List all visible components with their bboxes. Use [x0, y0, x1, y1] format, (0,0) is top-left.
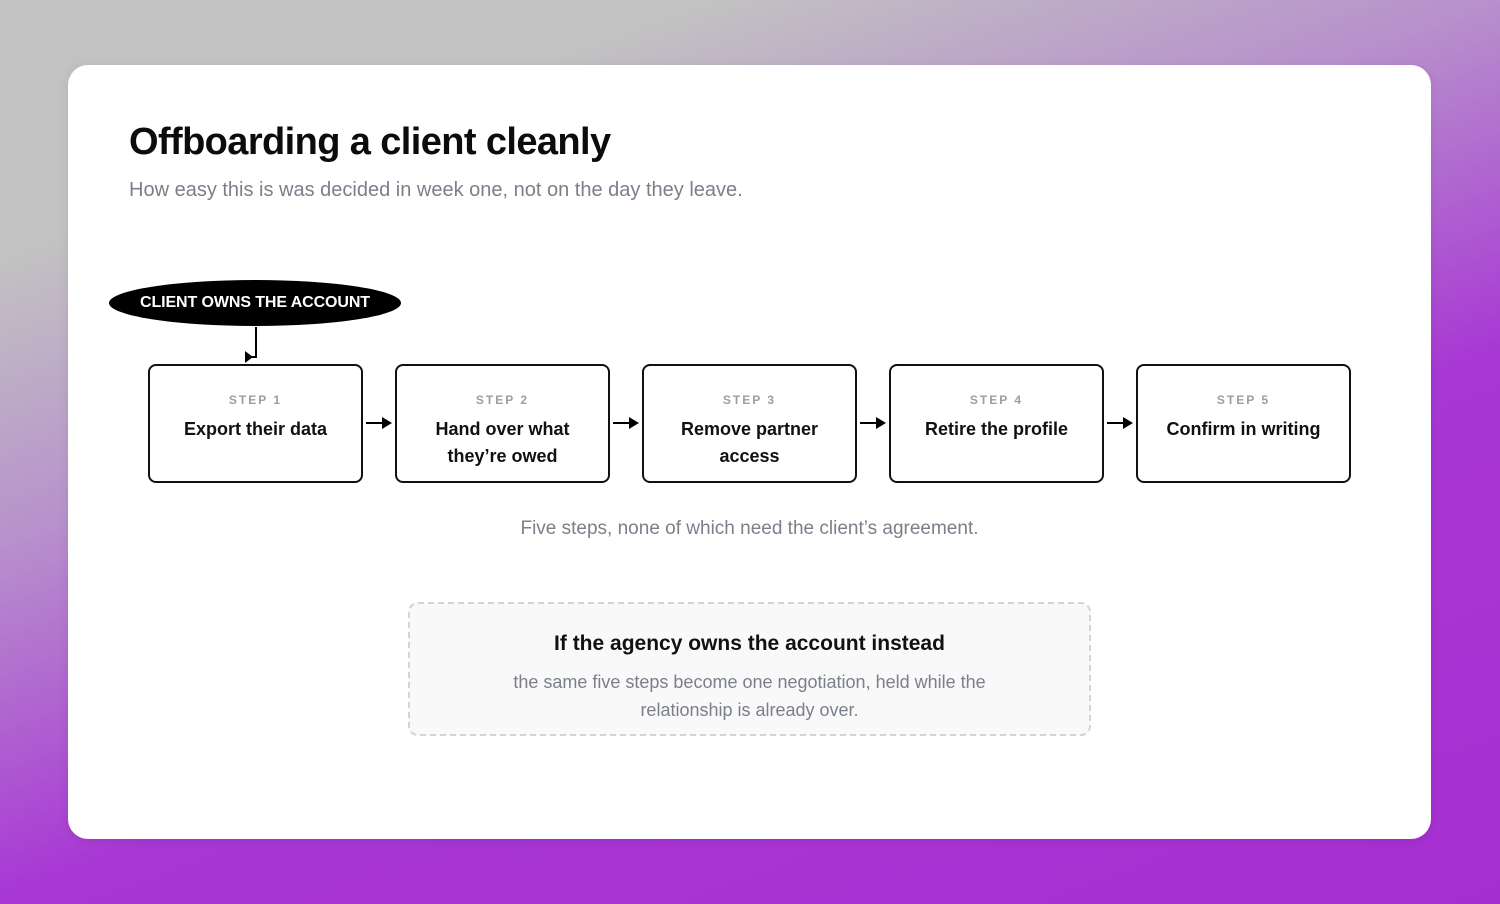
- arrow-right-icon: [860, 417, 886, 429]
- step-1-number: STEP 1: [228, 393, 283, 407]
- arrow-right-icon: [613, 417, 639, 429]
- diagram-card: Offboarding a client cleanly How easy th…: [68, 65, 1431, 839]
- step-3-number: STEP 3: [722, 393, 777, 407]
- callout-text: the same five steps become one negotiati…: [513, 672, 986, 720]
- step-1-label: Export their data: [183, 419, 328, 439]
- step-5-number: STEP 5: [1216, 393, 1271, 407]
- steps-caption: Five steps, none of which need the clien…: [520, 518, 979, 539]
- arrow-right-icon: [1107, 417, 1133, 429]
- page-subtitle: How easy this is was decided in week one…: [129, 179, 743, 201]
- client-owns-account-badge: CLIENT OWNS THE ACCOUNT: [109, 280, 401, 326]
- badge-connector-arrow: [245, 327, 257, 363]
- step-5-label: Confirm in writing: [1166, 419, 1321, 439]
- step-5-box: STEP 5 Confirm in writing: [1136, 364, 1351, 483]
- step-4-number: STEP 4: [969, 393, 1024, 407]
- step-1-box: STEP 1 Export their data: [148, 364, 363, 483]
- page-title: Offboarding a client cleanly: [129, 121, 611, 163]
- step-2-number: STEP 2: [475, 393, 530, 407]
- step-3-label: Remove partner access: [680, 419, 819, 466]
- step-2-label: Hand over what they’re owed: [435, 419, 570, 466]
- callout-title: If the agency owns the account instead: [554, 632, 945, 655]
- step-3-box: STEP 3 Remove partner access: [642, 364, 857, 483]
- step-2-box: STEP 2 Hand over what they’re owed: [395, 364, 610, 483]
- arrow-right-icon: [366, 417, 392, 429]
- step-4-label: Retire the profile: [924, 419, 1069, 439]
- agency-owns-callout: If the agency owns the account instead t…: [408, 602, 1091, 736]
- step-4-box: STEP 4 Retire the profile: [889, 364, 1104, 483]
- badge-label: CLIENT OWNS THE ACCOUNT: [140, 294, 370, 311]
